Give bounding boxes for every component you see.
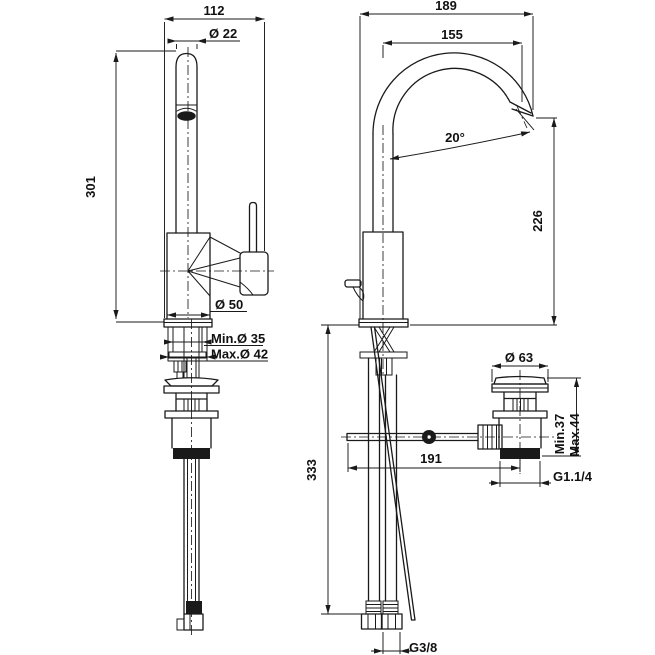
dim-label-dia22: Ø 22 (209, 26, 237, 41)
thread-band-front (500, 448, 540, 459)
spout-tip-face (509, 101, 534, 117)
dim-label-g38: G3/8 (409, 640, 437, 655)
dim-label-min37: Min.37 (552, 414, 567, 454)
dim-label-max44: Max.44 (567, 413, 582, 457)
mounting-hardware (167, 326, 208, 379)
under-deck-fittings (359, 326, 408, 376)
dim-label-g114: G1.1/4 (553, 469, 593, 484)
labels: 112 Ø 22 301 Ø 50 Min.Ø 35 Max.Ø 42 189 … (83, 0, 593, 655)
handle-lever (248, 201, 258, 253)
faucet-body-side (166, 232, 211, 320)
front-view (344, 52, 549, 630)
dim-label-max42: Max.Ø 42 (211, 347, 268, 362)
dim-label-189: 189 (435, 0, 457, 13)
handle-mount (239, 251, 269, 296)
dim-label-226: 226 (530, 210, 545, 232)
tailpipe (183, 458, 200, 615)
spout-arc-outer (372, 52, 534, 135)
dim-label-20deg: 20° (445, 130, 465, 145)
centerlines (160, 47, 557, 636)
dim-label-191: 191 (420, 451, 442, 466)
supply-hoses (360, 357, 403, 630)
dim-label-dia63: Ø 63 (505, 350, 533, 365)
dim-label-dia50: Ø 50 (215, 297, 243, 312)
dim-label-min35: Min.Ø 35 (211, 331, 265, 346)
spout-outline (175, 52, 198, 234)
dim-label-333: 333 (304, 459, 319, 481)
hose-nut-left (360, 613, 383, 630)
hose-nut-right (380, 613, 403, 630)
dim-label-301: 301 (83, 176, 98, 198)
spout-arc-inner (392, 67, 511, 135)
faucet-body-front (362, 231, 404, 320)
aerator-outlet (177, 111, 196, 121)
pop-up-rod (370, 326, 416, 621)
dim-label-155: 155 (441, 27, 463, 42)
dimensions (113, 11, 581, 654)
aerator-arc (176, 107, 197, 112)
handle-lever-front (344, 279, 365, 302)
angle-arc-20 (389, 131, 531, 161)
dim-label-112: 112 (204, 3, 225, 18)
